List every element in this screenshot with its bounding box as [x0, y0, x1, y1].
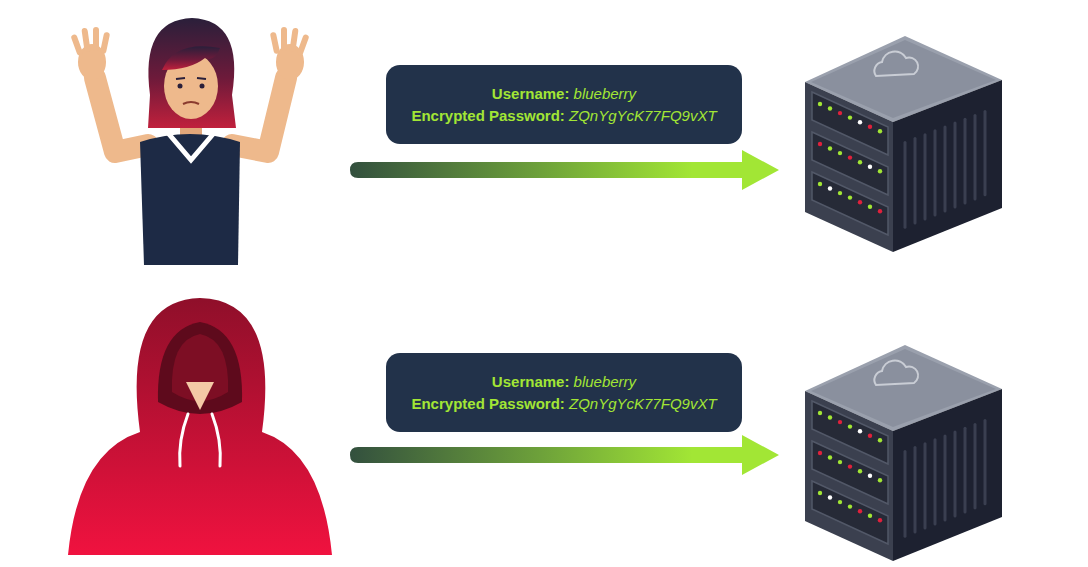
user-figure: [70, 18, 309, 265]
server-icon: [805, 345, 1002, 561]
field-label: Username:: [492, 85, 570, 102]
credential-box: Username: blueberryEncrypted Password: Z…: [386, 65, 742, 144]
field-value: blueberry: [574, 85, 637, 102]
server-icon: [805, 36, 1002, 252]
field-label: Encrypted Password:: [411, 395, 564, 412]
field-value: ZQnYgYcK77FQ9vXT: [569, 395, 717, 412]
text-line: Username: blueberry: [492, 371, 636, 393]
flow-arrow: [350, 435, 779, 475]
field-label: Encrypted Password:: [411, 107, 564, 124]
field-label: Username:: [492, 373, 570, 390]
text-line: Encrypted Password: ZQnYgYcK77FQ9vXT: [411, 105, 716, 127]
hacker-figure: [68, 298, 332, 555]
text-line: Username: blueberry: [492, 83, 636, 105]
credential-box: Username: blueberryEncrypted Password: Z…: [386, 353, 742, 432]
field-value: blueberry: [574, 373, 637, 390]
text-line: Encrypted Password: ZQnYgYcK77FQ9vXT: [411, 393, 716, 415]
field-value: ZQnYgYcK77FQ9vXT: [569, 107, 717, 124]
flow-arrow: [350, 150, 779, 190]
